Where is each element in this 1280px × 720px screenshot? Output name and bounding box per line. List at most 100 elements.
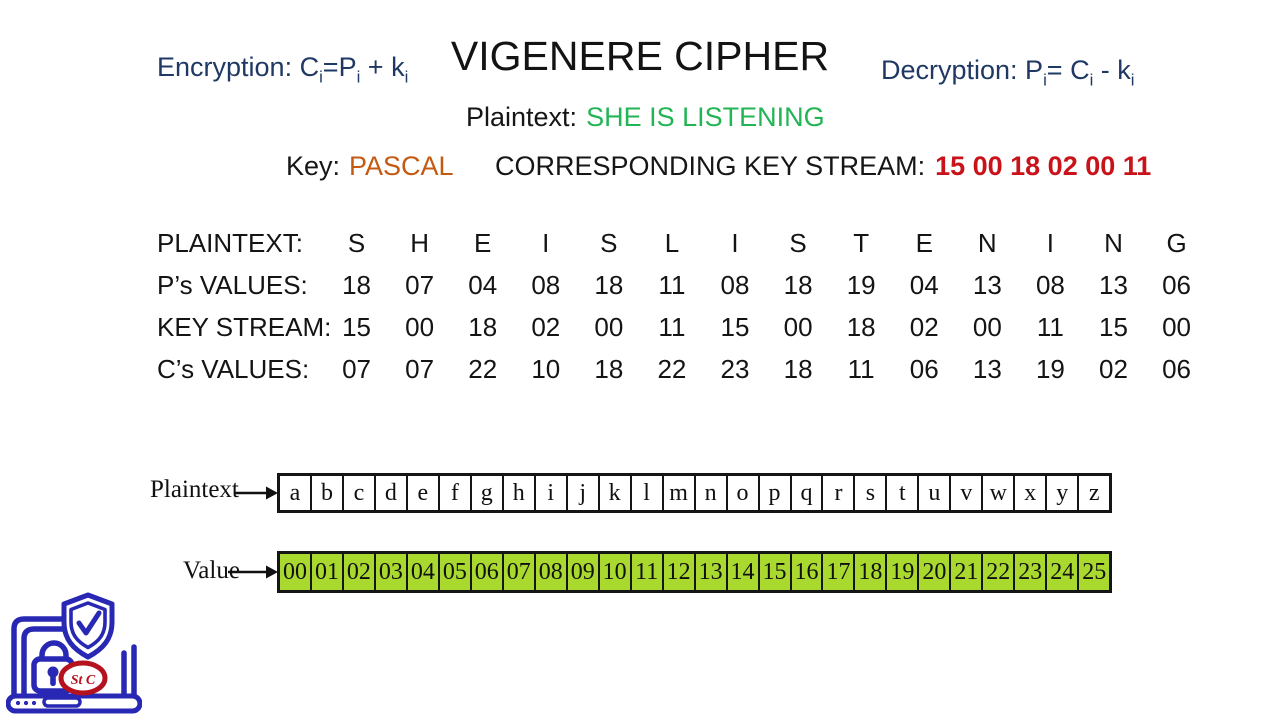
letter-cell: u [919, 476, 952, 510]
table-cell: 07 [405, 269, 435, 300]
value-cell: 00 [280, 554, 312, 590]
table-cell: G [1166, 227, 1187, 258]
letter-cell: x [1015, 476, 1048, 510]
table-cell: 11 [1036, 311, 1064, 342]
table-cell: 15 [342, 311, 371, 342]
table-cell: S [789, 227, 807, 258]
value-cell: 17 [823, 554, 856, 590]
table-cell: 10 [531, 353, 561, 384]
table-cell: 22 [468, 353, 498, 384]
table-cell: 22 [657, 353, 687, 384]
value-cell: 19 [887, 554, 920, 590]
table-cell: 06 [1162, 353, 1192, 384]
value-cell: 16 [792, 554, 824, 590]
letter-cell: z [1088, 479, 1100, 506]
table-cell: 07 [405, 353, 435, 384]
page-title: VIGENERE CIPHER [450, 33, 830, 79]
table-cell: 02 [909, 311, 939, 342]
table-cell: 13 [1099, 269, 1128, 300]
table-cell: N [1104, 227, 1123, 258]
letter-cell: t [887, 476, 920, 510]
value-cell: 03 [376, 554, 408, 590]
row-label: P’s VALUES: [157, 269, 308, 300]
value-cell: 07 [504, 554, 536, 590]
table-cell: 02 [531, 311, 561, 342]
table-cell: I [731, 227, 739, 258]
key-value: PASCAL [349, 151, 454, 181]
value-cell: 23 [1015, 554, 1048, 590]
table-cell: 18 [783, 269, 813, 300]
value-cell: 04 [408, 554, 440, 590]
row-label: KEY STREAM: [157, 311, 332, 342]
table-cell: 18 [468, 311, 498, 342]
table-cell: 04 [909, 269, 939, 300]
value-cell: 02 [344, 554, 376, 590]
letter-cell: w [983, 476, 1016, 510]
right-arrow-icon [228, 565, 278, 579]
table-cell: 11 [847, 353, 875, 384]
letter-cell: c [344, 476, 376, 510]
letter-cell: b [312, 476, 344, 510]
key-label: Key: [286, 151, 341, 181]
table-cell: 18 [594, 269, 624, 300]
table-cell: 00 [405, 311, 435, 342]
decryption-text: Decryption: P [881, 55, 1044, 85]
letter-cell: o [728, 476, 760, 510]
table-cell: 06 [909, 353, 939, 384]
encryption-text: Encryption: C [157, 52, 320, 82]
value-cell: 22 [983, 554, 1016, 590]
letter-cell: i [536, 476, 568, 510]
table-cell: 07 [342, 353, 371, 384]
table-cell: S [347, 227, 366, 258]
table-cell: 00 [972, 311, 1002, 342]
plaintext-strip-label: Plaintext [150, 476, 239, 503]
letter-cell: s [855, 476, 888, 510]
laptop-base [6, 693, 142, 714]
letter-cell: y [1047, 476, 1080, 510]
key-line: Key: PASCAL [286, 151, 454, 182]
table-cell: 18 [342, 269, 371, 300]
letter-cell: k [600, 476, 632, 510]
table-cell: 00 [783, 311, 813, 342]
value-strip-label: Value [183, 557, 240, 584]
letter-cell: j [568, 476, 600, 510]
table-cell: 00 [594, 311, 624, 342]
table-cell: 19 [846, 269, 876, 300]
key-stream-label: CORRESPONDING KEY STREAM: [495, 151, 926, 181]
decryption-text: - k [1093, 55, 1131, 85]
letter-cell: g [472, 476, 504, 510]
decryption-formula: Decryption: Pi= Ci - ki [881, 55, 1135, 90]
row-label: C’s VALUES: [157, 353, 310, 384]
letter-cell: l [632, 476, 664, 510]
table-cell: 08 [720, 269, 750, 300]
table-cell: I [1046, 227, 1055, 258]
table-cell: 08 [531, 269, 561, 300]
letter-cell: r [823, 476, 856, 510]
table-cell: N [977, 227, 997, 258]
value-cell: 06 [472, 554, 504, 590]
value-cell: 09 [568, 554, 600, 590]
letter-cell: v [951, 476, 984, 510]
plaintext-line: Plaintext:SHE IS LISTENING [466, 102, 825, 133]
emblem-text: St C [71, 673, 96, 688]
letter-cell: d [376, 476, 408, 510]
table-cell: T [853, 227, 870, 258]
value-cell: 15 [760, 554, 792, 590]
plaintext-value: SHE IS LISTENING [586, 102, 825, 132]
table-cell: 00 [1162, 311, 1192, 342]
letter-cell: q [792, 476, 824, 510]
table-cell: 19 [1035, 353, 1065, 384]
table-cell: 18 [594, 353, 624, 384]
table-cell: 13 [972, 353, 1002, 384]
value-cell: 13 [696, 554, 728, 590]
letter-cell: a [280, 476, 312, 510]
table-cell: 15 [1099, 311, 1128, 342]
laptop-icon [11, 616, 137, 702]
table-cell: 11 [658, 311, 686, 342]
row-label: PLAINTEXT: [157, 227, 303, 258]
table-cell: E [474, 227, 492, 258]
